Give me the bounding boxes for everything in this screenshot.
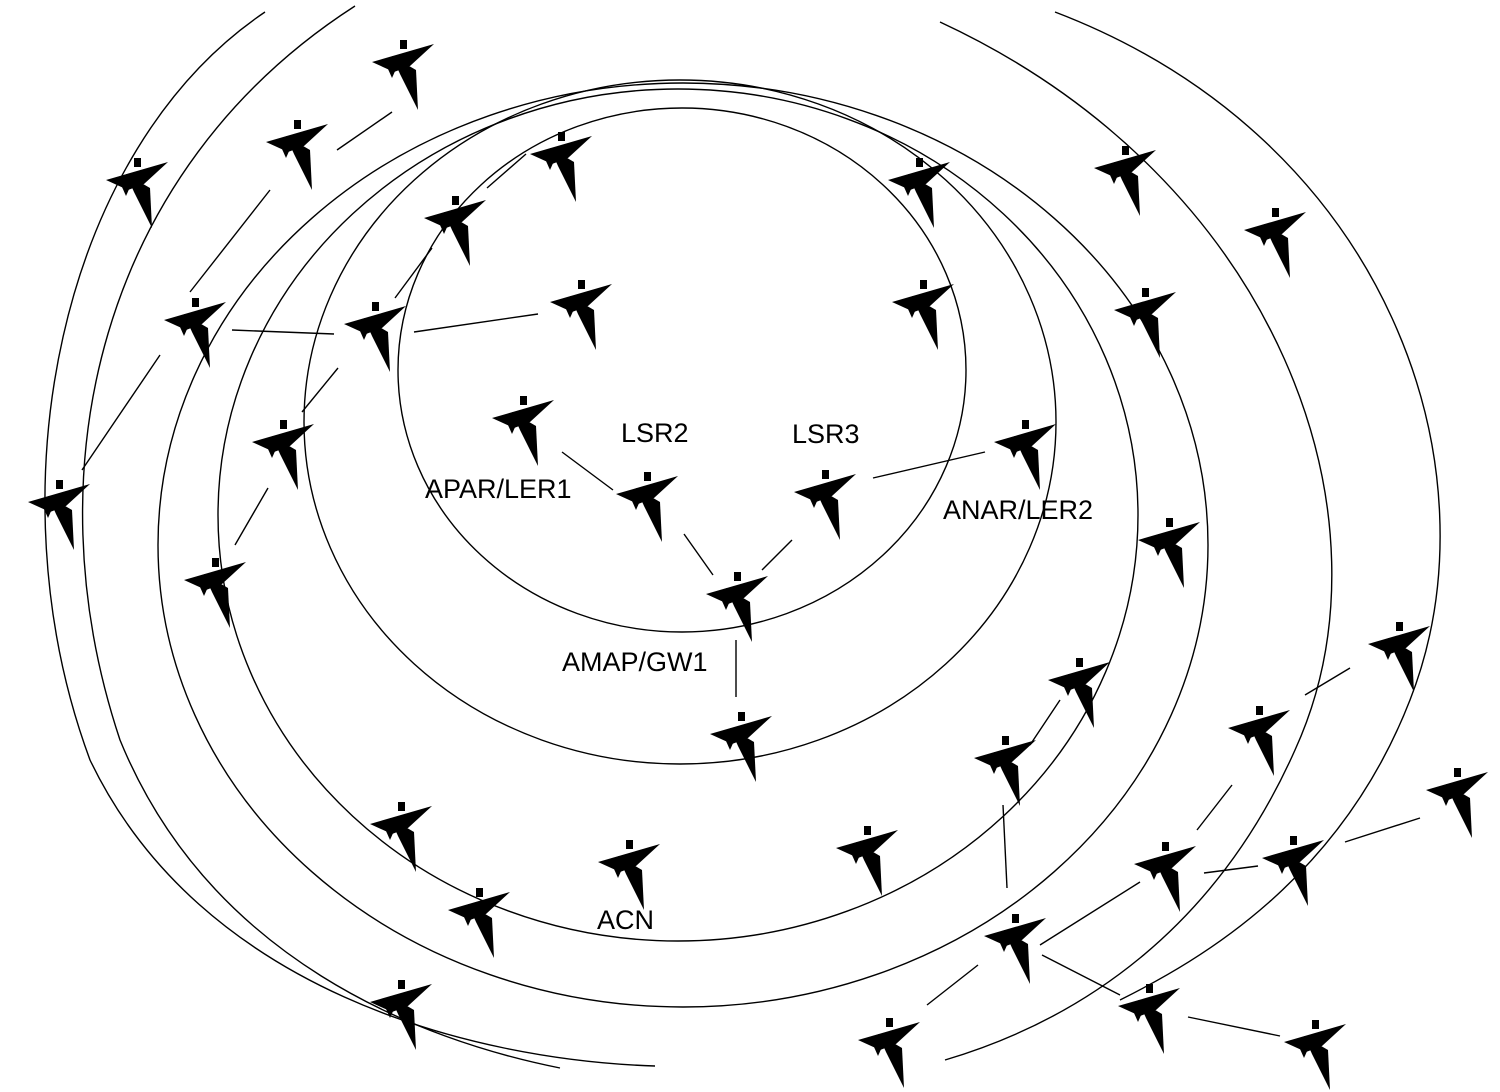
aircraft-nodes bbox=[28, 40, 1488, 1090]
aircraft-icon bbox=[616, 472, 678, 542]
aircraft-icon bbox=[370, 802, 432, 872]
ring-3 bbox=[217, 88, 1139, 942]
link bbox=[336, 111, 393, 151]
link bbox=[872, 451, 986, 479]
links bbox=[81, 111, 1421, 1037]
link bbox=[1344, 817, 1421, 843]
link bbox=[1039, 881, 1141, 946]
aircraft-icon bbox=[858, 1018, 920, 1088]
aircraft-icon bbox=[1262, 836, 1324, 906]
ring-6-right-arc bbox=[1054, 11, 1441, 1001]
aircraft-icon bbox=[530, 132, 592, 202]
aircraft-icon bbox=[1368, 622, 1430, 692]
aircraft-icon bbox=[1284, 1020, 1346, 1090]
aircraft-icon bbox=[492, 396, 554, 466]
link bbox=[683, 533, 714, 576]
aircraft-icon bbox=[598, 840, 660, 910]
aircraft-icon bbox=[1228, 706, 1290, 776]
link bbox=[231, 329, 335, 335]
link bbox=[1041, 954, 1121, 996]
aircraft-icon bbox=[1118, 984, 1180, 1054]
lsr3-label: LSR3 bbox=[792, 419, 860, 449]
link bbox=[1304, 667, 1351, 696]
aircraft-icon bbox=[794, 470, 856, 540]
aircraft-icon bbox=[888, 158, 950, 228]
aircraft-icon bbox=[1094, 146, 1156, 216]
ring-4 bbox=[157, 82, 1209, 1008]
amap-gw1-label: AMAP/GW1 bbox=[562, 647, 708, 677]
aircraft-icon bbox=[892, 280, 954, 350]
link bbox=[234, 487, 269, 546]
ring-5-right-arc bbox=[939, 21, 1333, 1061]
aircraft-icon bbox=[984, 914, 1046, 984]
aircraft-icon bbox=[1244, 208, 1306, 278]
aircraft-icon bbox=[28, 480, 90, 550]
aircraft-icon bbox=[424, 196, 486, 266]
link bbox=[301, 367, 339, 413]
ring-2 bbox=[303, 79, 1057, 765]
aircraft-icon bbox=[710, 712, 772, 782]
aircraft-icon bbox=[344, 302, 406, 372]
ring-inner bbox=[397, 107, 967, 633]
aircraft-icon bbox=[836, 826, 898, 896]
node-labels: APAR/LER1 LSR2 LSR3 ANAR/LER2 AMAP/GW1 A… bbox=[425, 418, 1093, 935]
aircraft-icon bbox=[994, 420, 1056, 490]
aircraft-icon bbox=[1114, 288, 1176, 358]
ring-5-left-arc bbox=[81, 5, 561, 1069]
link bbox=[1196, 784, 1233, 831]
aircraft-icon bbox=[266, 120, 328, 190]
aircraft-icon bbox=[706, 572, 768, 642]
aircraft-icon bbox=[252, 420, 314, 490]
aircraft-icon bbox=[974, 736, 1036, 806]
aircraft-icon bbox=[372, 40, 434, 110]
aircraft-icon bbox=[1138, 518, 1200, 588]
acn-label: ACN bbox=[597, 905, 654, 935]
aircraft-icon bbox=[184, 558, 246, 628]
link bbox=[761, 539, 793, 571]
aircraft-icon bbox=[106, 158, 168, 228]
ring-6-left-arc bbox=[44, 11, 656, 1067]
anar-ler2-label: ANAR/LER2 bbox=[943, 495, 1093, 525]
aircraft-icon bbox=[1134, 842, 1196, 912]
aircraft-icon bbox=[550, 280, 612, 350]
link bbox=[1187, 1016, 1281, 1037]
link bbox=[926, 964, 979, 1006]
aircraft-icon bbox=[370, 980, 432, 1050]
link bbox=[1203, 865, 1259, 874]
range-rings bbox=[44, 5, 1441, 1069]
aircraft-icon bbox=[1426, 768, 1488, 838]
link bbox=[486, 153, 527, 189]
link bbox=[413, 313, 539, 333]
apar-ler1-label: APAR/LER1 bbox=[425, 474, 572, 504]
link bbox=[189, 189, 271, 293]
aircraft-icon bbox=[1048, 658, 1110, 728]
link bbox=[561, 451, 614, 491]
link bbox=[1002, 804, 1008, 889]
link bbox=[1029, 699, 1061, 746]
link bbox=[394, 247, 433, 299]
lsr2-label: LSR2 bbox=[621, 418, 689, 448]
link bbox=[81, 354, 161, 471]
